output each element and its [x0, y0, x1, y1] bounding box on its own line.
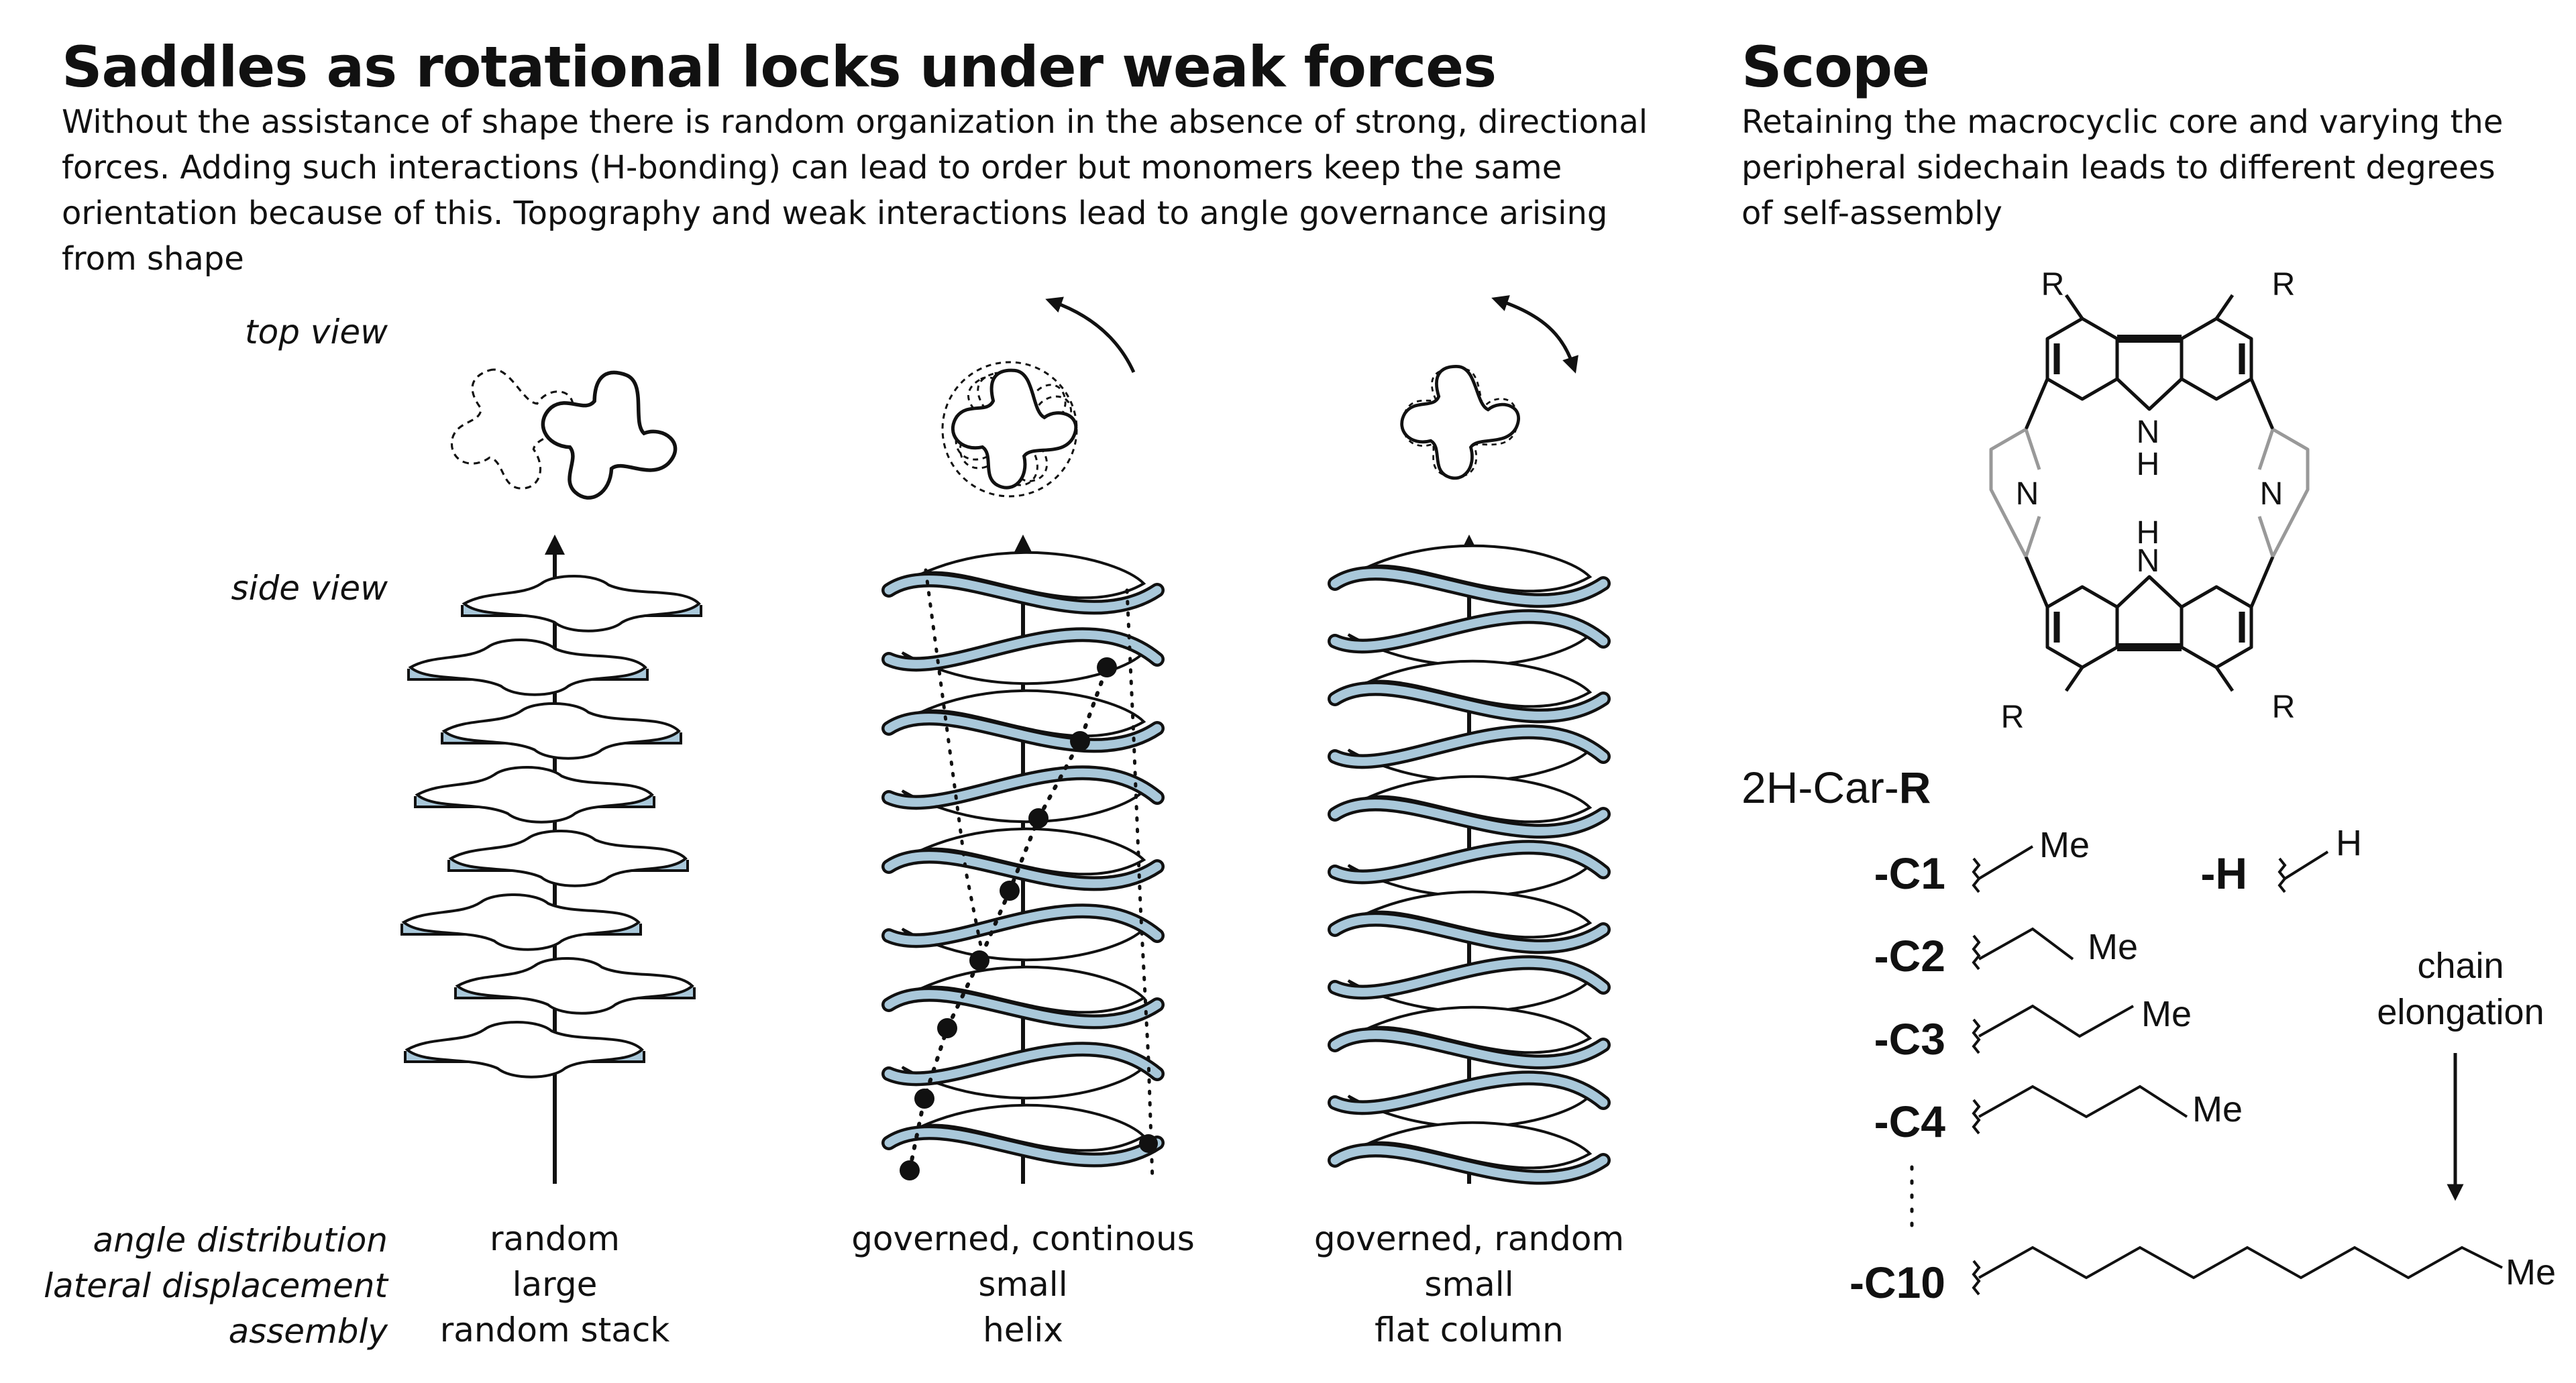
saddle-monomer	[1328, 890, 1611, 954]
svg-text:H: H	[2137, 447, 2160, 482]
col1-side-view	[400, 535, 702, 1184]
col1-angle: random	[490, 1219, 620, 1258]
saddle-monomer	[881, 965, 1165, 1030]
left-paragraph: Without the assistance of shape there is…	[62, 103, 1648, 278]
chain-ends: Me H Me Me Me Me	[2039, 823, 2556, 1292]
col3-top-view	[1394, 295, 1578, 488]
svg-text:R: R	[2272, 267, 2296, 302]
macrocycle-labels: R R R R N H H N N N	[2001, 267, 2296, 735]
saddle-monomer	[881, 903, 1165, 962]
col1-assembly: random stack	[439, 1311, 670, 1349]
svg-text:Me: Me	[2506, 1252, 2556, 1292]
saddle-monomer	[1328, 955, 1611, 1013]
compound-name: 2H-Car-R	[1741, 763, 1931, 812]
svg-text:H: H	[2336, 823, 2362, 863]
side-view-label: side view	[231, 569, 388, 608]
svg-text:Me: Me	[2141, 994, 2192, 1034]
right-title: Scope	[1741, 34, 1930, 100]
chain-drawings	[1910, 845, 2503, 1296]
left-title: Saddles as rotational locks under weak f…	[62, 34, 1497, 100]
chain-labels: -C1 -C2 -C3 -C4 -C10 -H	[1849, 848, 2247, 1307]
row-label-lateral: lateral displacement	[44, 1266, 388, 1305]
col2-assembly: helix	[983, 1311, 1063, 1349]
top-view-label: top view	[245, 313, 388, 351]
monomer-slab	[447, 830, 689, 887]
saddle-monomer	[881, 1103, 1165, 1168]
svg-text:N: N	[2260, 476, 2284, 512]
row-label-assembly: assembly	[228, 1312, 388, 1351]
saddle-monomer	[881, 551, 1165, 615]
saddle-monomer	[1328, 840, 1611, 898]
monomer-slab	[441, 702, 682, 760]
saddle-monomer	[881, 827, 1165, 891]
svg-text:N: N	[2137, 543, 2160, 579]
svg-text:N: N	[2016, 476, 2039, 512]
saddle-monomer	[1328, 1121, 1611, 1185]
saddle-monomer	[1328, 609, 1611, 667]
svg-text:-C1: -C1	[1874, 848, 1945, 898]
svg-text:N: N	[2137, 414, 2160, 450]
saddle-monomer	[881, 627, 1165, 685]
col3-assembly: flat column	[1375, 1311, 1564, 1349]
col2-lateral: small	[978, 1265, 1068, 1304]
svg-text:-C4: -C4	[1874, 1097, 1946, 1146]
svg-text:elongation: elongation	[2377, 992, 2544, 1032]
right-paragraph: Retaining the macrocyclic core and varyi…	[1741, 103, 2504, 232]
saddle-monomer	[1328, 1005, 1611, 1070]
svg-text:Me: Me	[2039, 825, 2090, 865]
chain-elongation-label: chain elongation	[2377, 946, 2544, 1032]
helix-guide-line	[908, 665, 1109, 1172]
svg-text:R: R	[2001, 700, 2025, 735]
col3-lateral: small	[1424, 1265, 1514, 1304]
saddle-monomer	[881, 765, 1165, 824]
saddle-monomer	[1328, 724, 1611, 783]
col2-side-view	[881, 535, 1165, 1184]
monomer-slab	[407, 639, 649, 696]
svg-text:-C3: -C3	[1874, 1014, 1945, 1064]
col1-top-view	[431, 347, 694, 521]
svg-text:R: R	[2041, 267, 2065, 302]
monomer-slab	[400, 893, 642, 951]
monomer-slab	[454, 957, 696, 1015]
saddle-monomer	[881, 689, 1165, 753]
svg-text:-C2: -C2	[1874, 931, 1945, 981]
svg-text:H: H	[2137, 515, 2160, 551]
col2-top-view	[931, 296, 1136, 508]
saddle-monomer	[1328, 659, 1611, 724]
col3-angle: governed, random	[1313, 1219, 1625, 1258]
col1-lateral: large	[512, 1265, 598, 1304]
monomer-slab	[461, 575, 702, 632]
svg-text:R: R	[2272, 689, 2296, 725]
saddle-monomer	[1328, 1070, 1611, 1129]
row-label-angle: angle distribution	[93, 1221, 388, 1260]
col2-angle: governed, continous	[851, 1219, 1195, 1258]
macrocycle-structure	[1989, 294, 2310, 692]
saddle-monomer	[881, 1042, 1165, 1100]
svg-text:chain: chain	[2417, 946, 2504, 986]
svg-text:Me: Me	[2088, 927, 2138, 967]
saddle-monomer	[1328, 544, 1611, 608]
monomer-slab	[404, 1021, 645, 1078]
svg-text:-C10: -C10	[1849, 1258, 1945, 1307]
svg-text:-H: -H	[2200, 848, 2247, 898]
monomer-slab	[414, 766, 655, 824]
svg-text:Me: Me	[2192, 1089, 2243, 1129]
saddle-monomer	[1328, 775, 1611, 839]
col3-side-view	[1328, 535, 1611, 1185]
